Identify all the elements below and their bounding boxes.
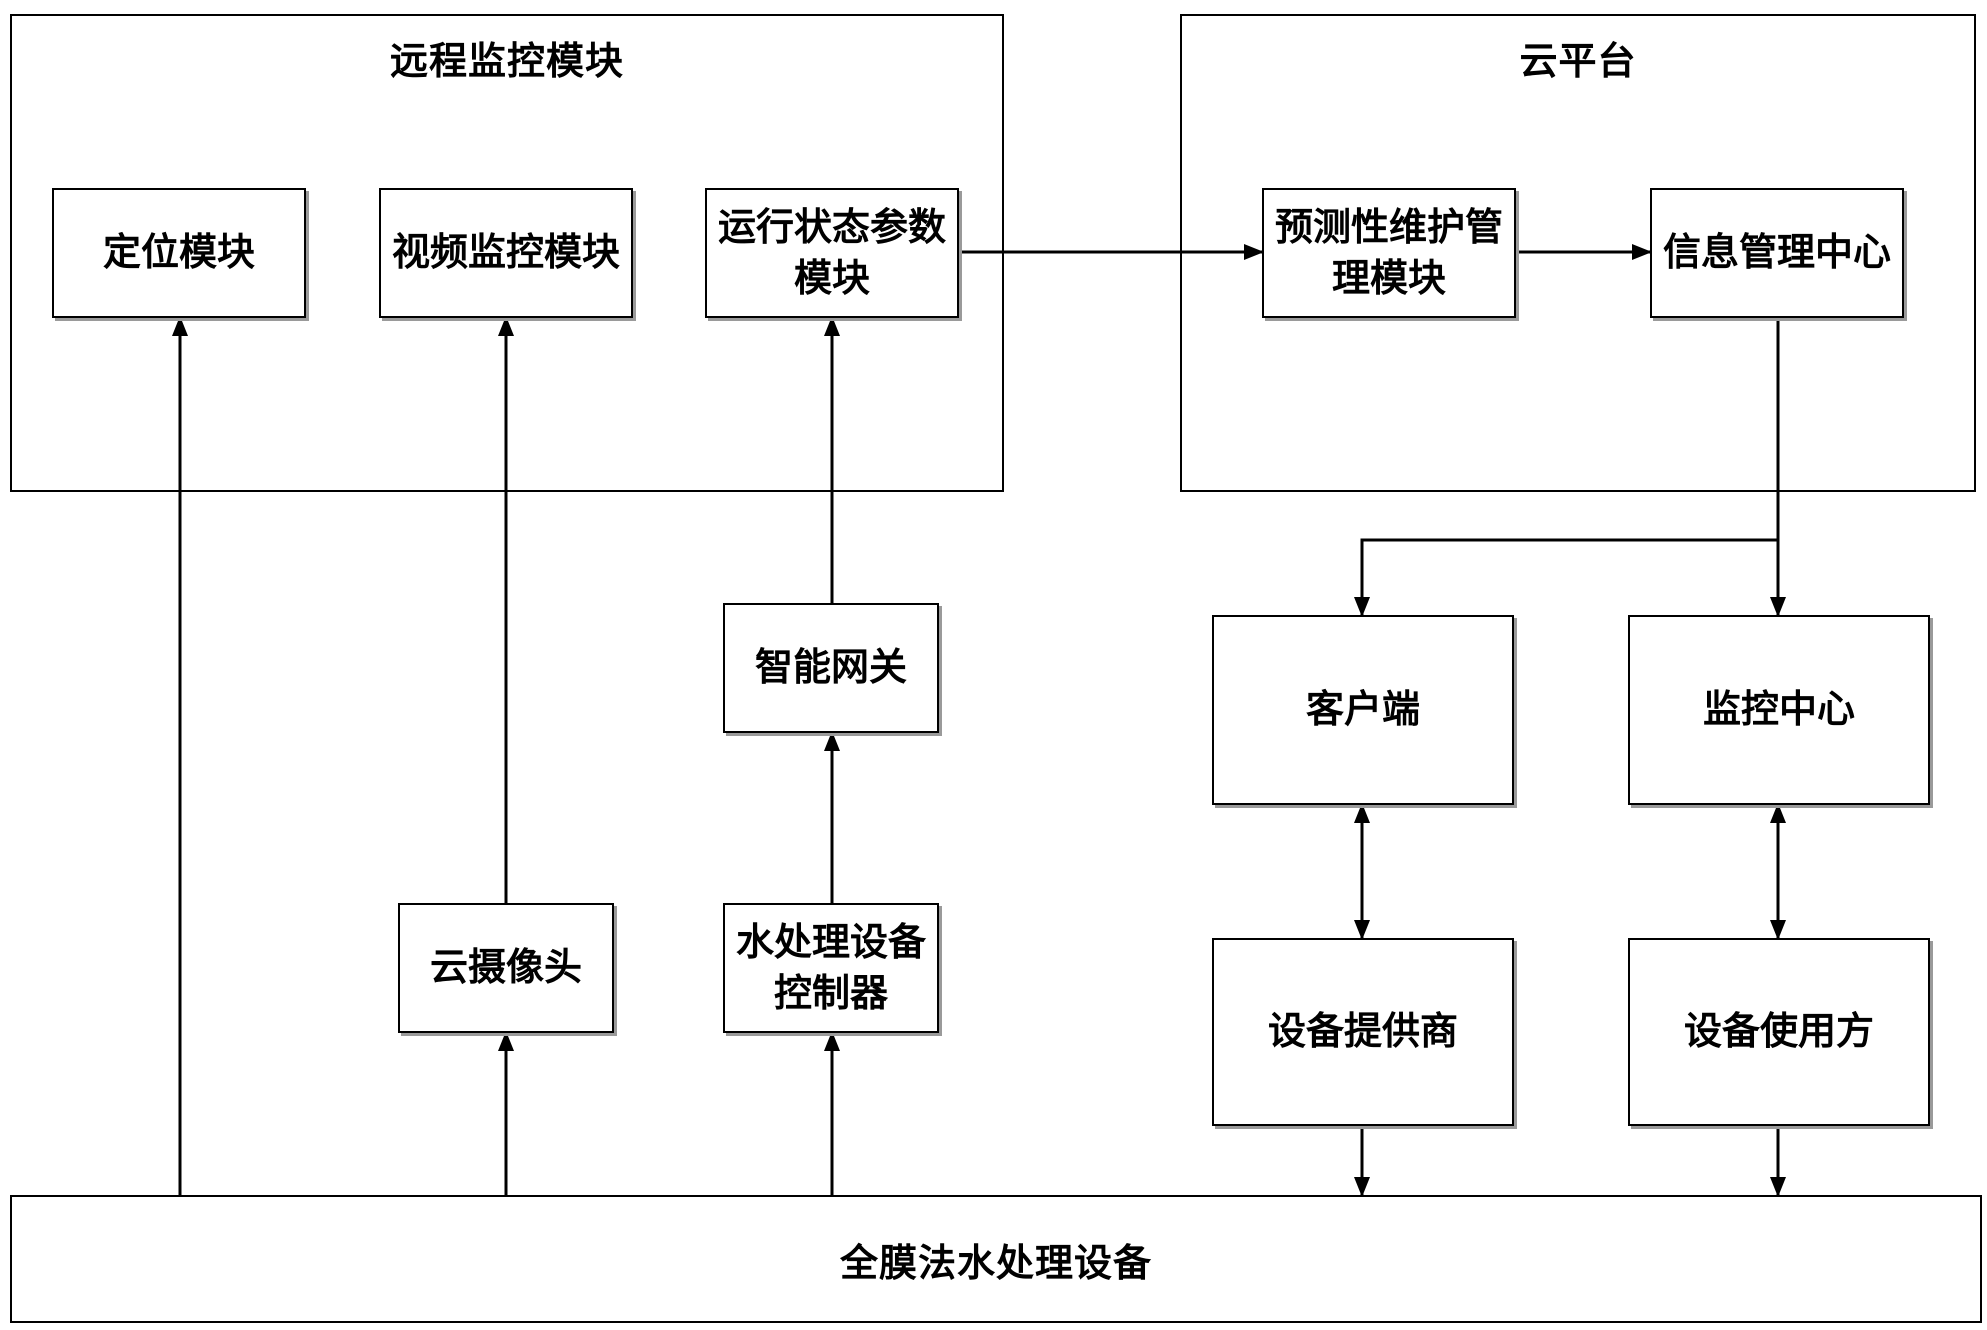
client-label: 客户端 — [1305, 687, 1420, 732]
info-management-center-label: 信息管理中心 — [1662, 230, 1891, 275]
video-monitoring-module: 视频监控模块 — [379, 188, 633, 318]
cloud-platform-title: 云平台 — [1519, 39, 1637, 83]
monitoring-center: 监控中心 — [1628, 615, 1930, 805]
smart-gateway: 智能网关 — [723, 603, 939, 733]
equipment-user: 设备使用方 — [1628, 938, 1930, 1126]
positioning-module: 定位模块 — [52, 188, 306, 318]
positioning-module-label: 定位模块 — [102, 230, 255, 275]
arrow-split-to-client — [1354, 538, 1778, 617]
equipment-supplier: 设备提供商 — [1212, 938, 1514, 1126]
predictive-maintenance-module-label: 预测性维护管理模块 — [1274, 204, 1503, 300]
membrane-water-treatment-equipment: 全膜法水处理设备 — [10, 1195, 1982, 1323]
remote-monitoring-title: 远程监控模块 — [389, 39, 624, 83]
operating-params-module: 运行状态参数模块 — [705, 188, 959, 318]
client: 客户端 — [1212, 615, 1514, 805]
equipment-supplier-label: 设备提供商 — [1267, 1009, 1458, 1054]
water-treatment-controller-label: 水处理设备控制器 — [735, 919, 926, 1015]
membrane-water-treatment-equipment-label: 全膜法水处理设备 — [839, 1240, 1152, 1285]
equipment-user-label: 设备使用方 — [1683, 1009, 1874, 1054]
cloud-camera: 云摄像头 — [398, 903, 614, 1033]
monitoring-center-label: 监控中心 — [1702, 687, 1855, 732]
predictive-maintenance-module: 预测性维护管理模块 — [1262, 188, 1516, 318]
video-monitoring-module-label: 视频监控模块 — [391, 230, 620, 275]
cloud-camera-label: 云摄像头 — [429, 945, 582, 990]
operating-params-module-label: 运行状态参数模块 — [717, 204, 946, 300]
smart-gateway-label: 智能网关 — [754, 645, 907, 690]
water-treatment-controller: 水处理设备控制器 — [723, 903, 939, 1033]
info-management-center: 信息管理中心 — [1650, 188, 1904, 318]
